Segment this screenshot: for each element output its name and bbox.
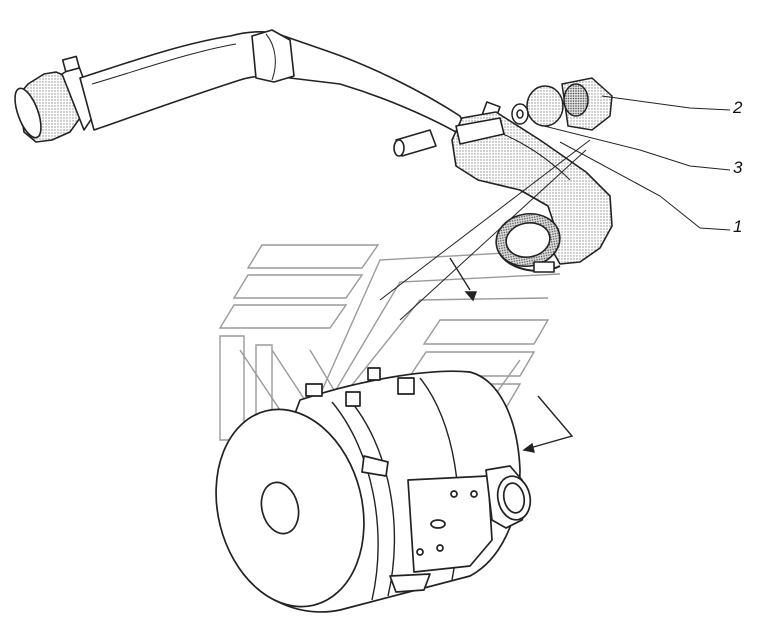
callout-label-1: 1 [733,217,743,236]
leader-lines [379,95,731,321]
air-filter-housing-icon [215,367,532,613]
sensor-cap-icon [526,77,613,131]
air-intake-pipe-drawing [14,29,501,157]
rubber-elbow-icon [451,111,613,273]
washer-icon [511,103,529,125]
callout-label-3: 3 [733,158,743,177]
callout-label-2: 2 [733,98,743,117]
flow-arrow-icon [449,257,574,453]
